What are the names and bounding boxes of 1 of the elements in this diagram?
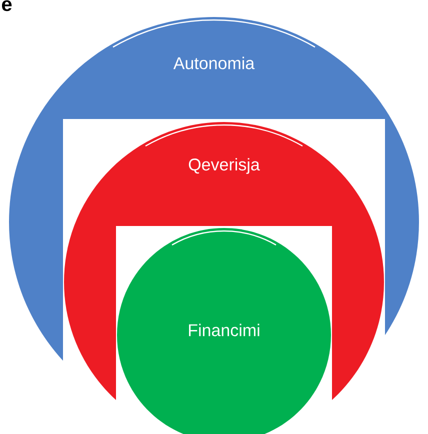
- heading-fragment: e: [2, 0, 12, 12]
